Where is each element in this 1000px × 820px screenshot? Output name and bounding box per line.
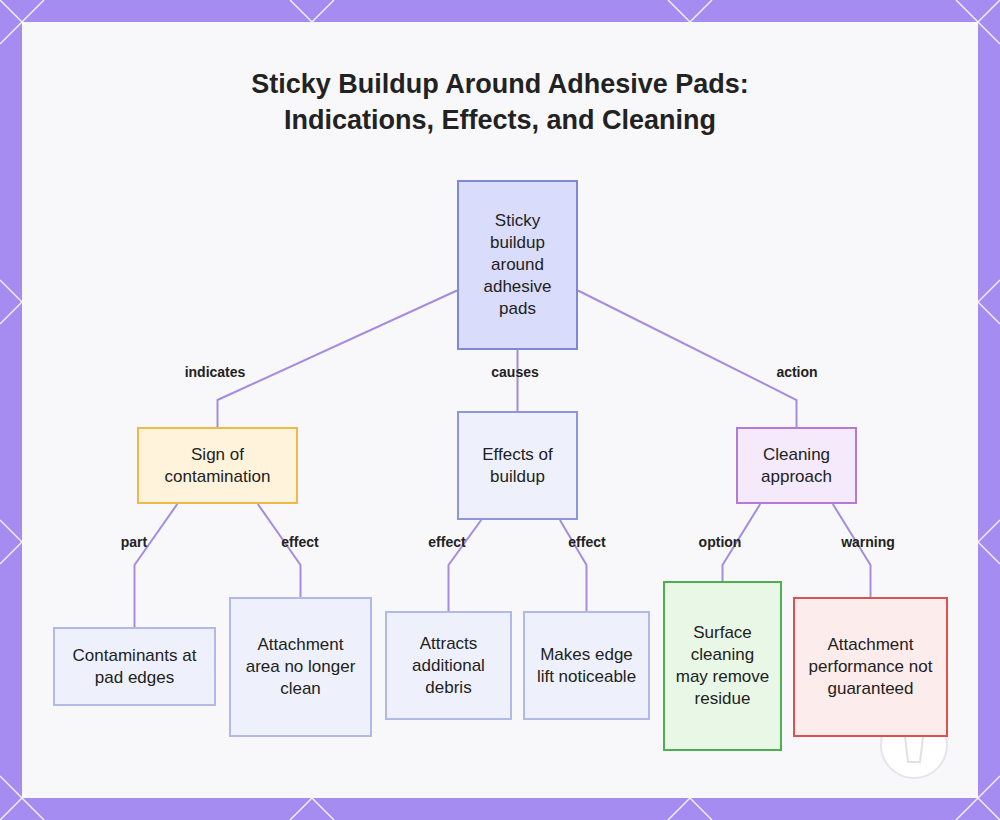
concept-box: Attracts additional debris bbox=[385, 611, 512, 720]
box-text: Surface cleaning may remove residue bbox=[673, 622, 772, 710]
edge-label: part bbox=[121, 534, 147, 550]
edge-label: effect bbox=[568, 534, 605, 550]
edge-label: warning bbox=[841, 534, 895, 550]
concept-box: Contaminants at pad edges bbox=[53, 627, 216, 706]
edge-label: effect bbox=[281, 534, 318, 550]
connector-line bbox=[578, 291, 797, 428]
box-text: Attachment area no longer clean bbox=[239, 634, 362, 700]
concept-box: Effects of buildup bbox=[457, 411, 578, 520]
connector-line bbox=[258, 504, 301, 597]
concept-box: Makes edge lift noticeable bbox=[523, 611, 650, 720]
box-text: Cleaning approach bbox=[746, 444, 847, 488]
connector-line bbox=[449, 520, 482, 611]
connector-line bbox=[135, 504, 178, 627]
connector-line bbox=[560, 520, 587, 611]
connector-line bbox=[218, 291, 458, 428]
concept-box: Attachment performance not guaranteed bbox=[793, 597, 948, 737]
box-text: Sign of contamination bbox=[147, 444, 288, 488]
edge-label: effect bbox=[428, 534, 465, 550]
box-text: Contaminants at pad edges bbox=[63, 645, 206, 689]
concept-box: Surface cleaning may remove residue bbox=[663, 581, 782, 751]
connector-line bbox=[517, 350, 519, 411]
box-text: Sticky buildup around adhesive pads bbox=[467, 210, 568, 320]
edge-label: causes bbox=[491, 364, 538, 380]
box-text: Attracts additional debris bbox=[395, 633, 502, 699]
concept-box: Cleaning approach bbox=[736, 427, 857, 504]
edge-label: indicates bbox=[185, 364, 246, 380]
concept-box: Sticky buildup around adhesive pads bbox=[457, 180, 578, 350]
concept-box: Attachment area no longer clean bbox=[229, 597, 372, 737]
box-text: Makes edge lift noticeable bbox=[533, 644, 640, 688]
diagram-title: Sticky Buildup Around Adhesive Pads: Ind… bbox=[190, 66, 810, 138]
edge-label: action bbox=[776, 364, 817, 380]
concept-box: Sign of contamination bbox=[137, 427, 298, 504]
box-text: Effects of buildup bbox=[467, 444, 568, 488]
edge-label: option bbox=[699, 534, 742, 550]
box-text: Attachment performance not guaranteed bbox=[803, 634, 938, 700]
connector-line bbox=[833, 504, 871, 597]
